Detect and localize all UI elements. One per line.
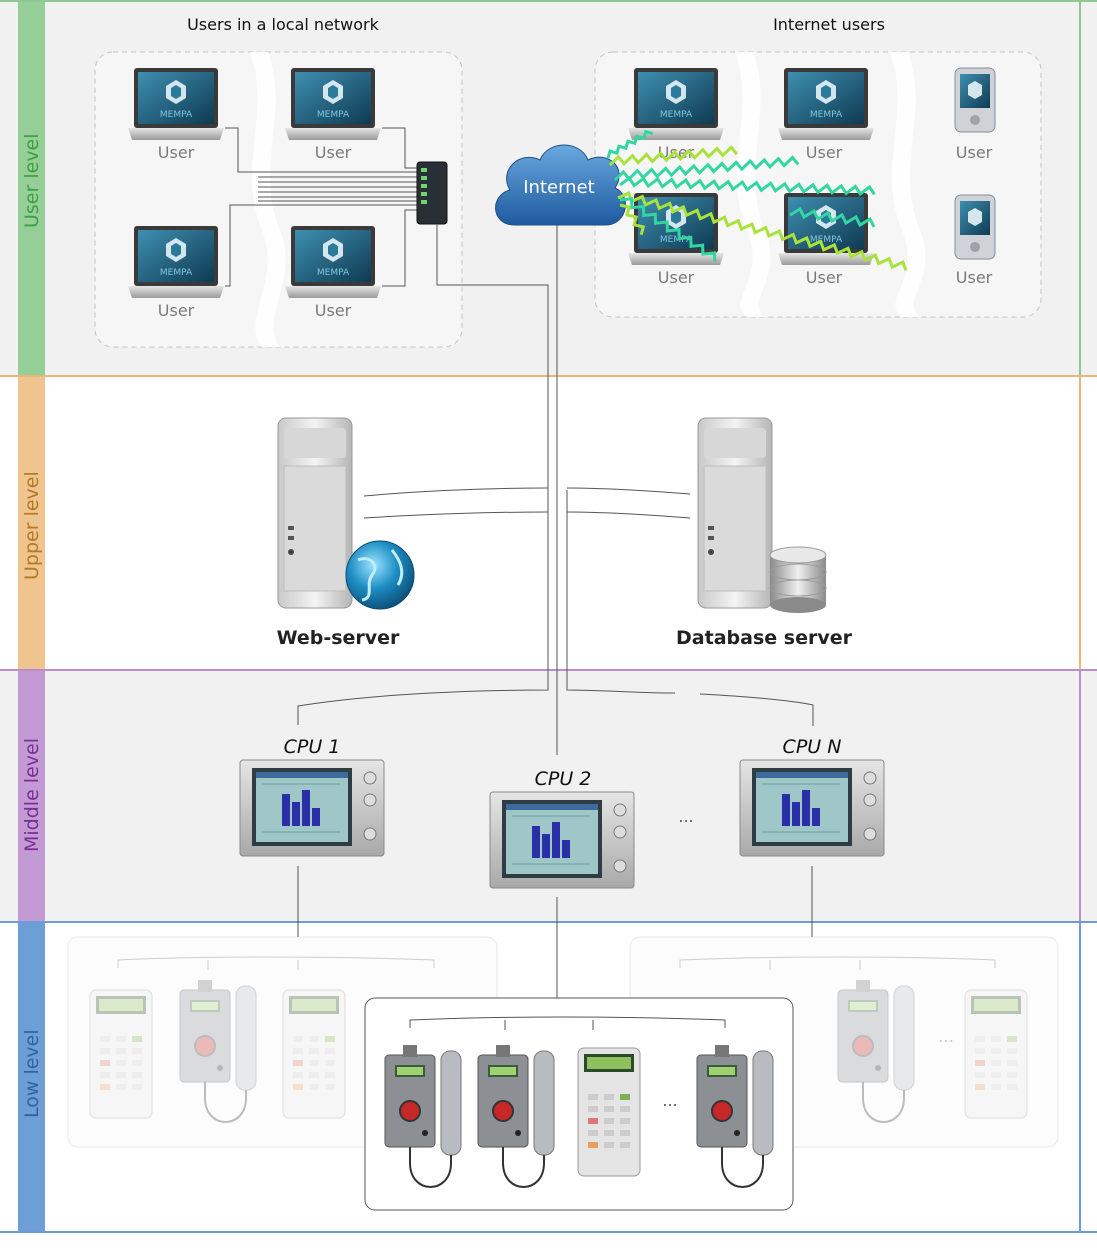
user-label: User [658,268,695,287]
user-label: User [158,143,195,162]
device-group-cpu1 [67,936,498,1148]
database-icon [769,546,827,613]
database-server-label: Database server [676,627,853,649]
user-label: User [806,143,843,162]
cpu1-label: CPU 1 [284,736,341,758]
upper-level-label: Upper level [21,471,43,580]
user-label: User [315,301,352,320]
user-label: User [956,143,993,162]
pda-icon [954,67,996,133]
user-level-label: User level [21,133,43,228]
low-level-cables [297,866,813,998]
wavy-divider [250,52,286,347]
internet-cloud-icon: Internet [495,144,626,226]
device-group-cpu2: ... [364,997,794,1211]
web-server-label: Web-server [277,627,400,649]
laptop-icon: MEMPA [128,68,224,140]
internet-users-title: Internet users [773,15,885,34]
cpun-label: CPU N [783,736,842,758]
svg-text:…: … [938,1027,954,1046]
network-switch-icon [416,161,448,225]
wavy-divider [890,52,926,317]
svg-text:MEMPA: MEMPA [160,110,193,120]
backbone-cables [297,224,814,755]
user-label: User [806,268,843,287]
web-server-tower-icon [277,417,353,609]
user-label: User [956,268,993,287]
low-level-label: Low level [21,1029,43,1118]
cpu2-label: CPU 2 [535,768,592,790]
wireless-links [606,129,908,272]
user-label: User [158,301,195,320]
user-label: User [315,143,352,162]
operator-panel-icon [239,759,385,857]
middle-level-label: Middle level [21,738,43,852]
lan-cables [225,127,418,287]
svg-text:Internet: Internet [523,177,594,198]
local-network-title: Users in a local network [187,15,380,34]
device-ellipsis: ... [662,1091,677,1110]
cpu-ellipsis: ... [678,807,693,826]
globe-icon [345,540,415,610]
